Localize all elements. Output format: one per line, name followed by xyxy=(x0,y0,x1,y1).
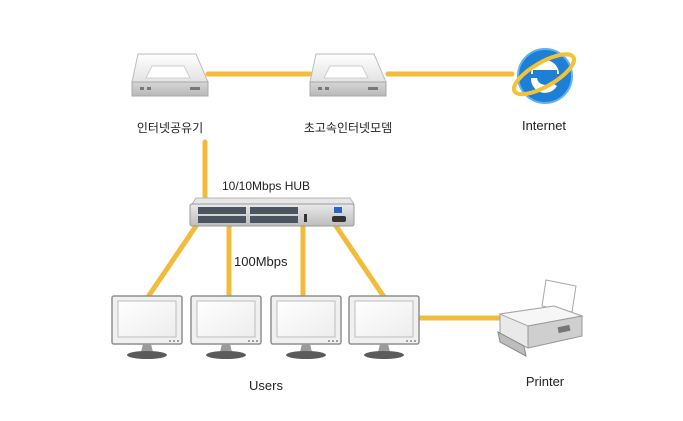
cable-hub-monitor-1 xyxy=(145,223,199,300)
user-monitor-3 xyxy=(270,295,342,359)
router-icon xyxy=(131,53,209,97)
user-monitor-2 xyxy=(190,295,262,359)
users-label: Users xyxy=(249,378,283,393)
router-label: 인터넷공유기 xyxy=(137,121,203,135)
cable-group xyxy=(145,71,515,321)
users-monitor-group xyxy=(111,295,420,359)
user-monitor-4 xyxy=(348,295,420,359)
hub-label: 10/10Mbps HUB xyxy=(222,179,310,193)
modem-label: 초고속인터넷모뎀 xyxy=(304,121,392,135)
hub-ports xyxy=(198,207,298,223)
printer-label: Printer xyxy=(526,374,565,389)
cable-hub-monitor-4 xyxy=(333,223,387,300)
network-hub-icon xyxy=(189,197,355,227)
internet-explorer-icon xyxy=(511,48,577,104)
internet-label: Internet xyxy=(522,118,566,133)
modem-icon xyxy=(309,53,387,97)
printer-icon xyxy=(497,279,584,357)
speed-label: 100Mbps xyxy=(234,254,288,269)
user-monitor-1 xyxy=(111,295,183,359)
